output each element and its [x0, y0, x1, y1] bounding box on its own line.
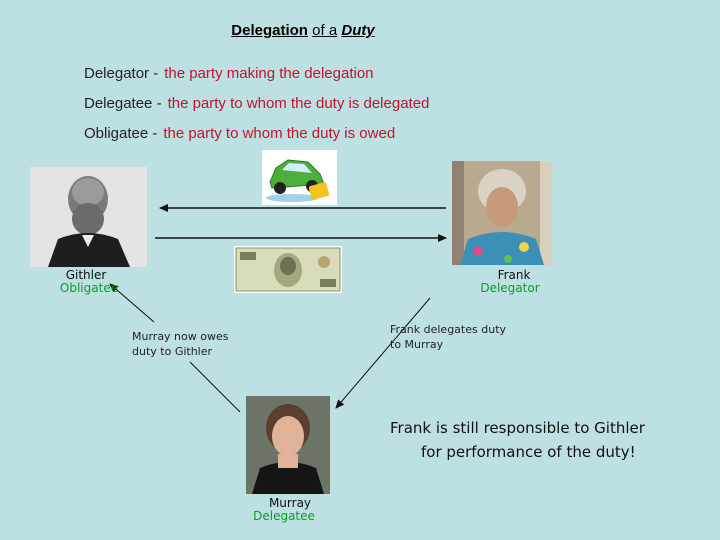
definition-delegatee: Delegatee - the party to whom the duty is… [84, 95, 429, 112]
twenty-dollar-bill-icon [234, 246, 342, 293]
conclusion-line: Frank is still responsible to Githler [390, 419, 645, 437]
frank-portrait-image [452, 161, 552, 265]
note-line: Murray now owes [132, 330, 229, 343]
note-line: to Murray [390, 338, 444, 351]
definition-text: the party to whom the duty is owed [163, 125, 396, 142]
definition-delegator: Delegator - the party making the delegati… [84, 65, 374, 82]
title-suffix: Duty [341, 22, 375, 39]
githler-portrait-image [30, 167, 147, 267]
definition-term: Obligatee - [84, 125, 158, 142]
arrow-to-githler [109, 283, 155, 323]
title-middle: of a [312, 22, 338, 39]
murray-role: Delegatee [253, 509, 315, 523]
conclusion-text: Frank is still responsible to Githler fo… [380, 416, 680, 464]
money-image [234, 246, 342, 293]
definition-text: the party making the delegation [164, 65, 374, 82]
murray-name: Murray [268, 496, 312, 510]
githler-photo [30, 167, 147, 267]
frank-name: Frank [497, 268, 531, 282]
definition-obligatee: Obligatee - the party to whom the duty is… [84, 125, 395, 142]
murray-photo [246, 396, 330, 494]
arrow-murray-to-githler [189, 361, 241, 413]
definition-text: the party to whom the duty is delegated [167, 95, 430, 112]
title-prefix: Delegation [231, 22, 308, 39]
car-icon [262, 150, 337, 205]
frank-delegates-note: Frank delegates duty to Murray [390, 322, 530, 352]
murray-owes-note: Murray now owes duty to Githler [132, 329, 262, 359]
murray-portrait-image [246, 396, 330, 494]
conclusion-line: for performance of the duty! [421, 443, 636, 461]
arrow-frank-to-murray [335, 297, 431, 409]
note-line: Frank delegates duty [390, 323, 507, 336]
definition-term: Delegatee - [84, 95, 162, 112]
definition-term: Delegator - [84, 65, 159, 82]
car-image [262, 150, 337, 205]
note-line: duty to Githler [132, 345, 213, 358]
slide-title: Delegation of a Duty [0, 22, 606, 39]
githler-role: Obligatee [59, 281, 119, 295]
frank-role: Delegator [480, 281, 540, 295]
frank-photo [452, 161, 552, 265]
githler-name: Githler [65, 268, 107, 282]
